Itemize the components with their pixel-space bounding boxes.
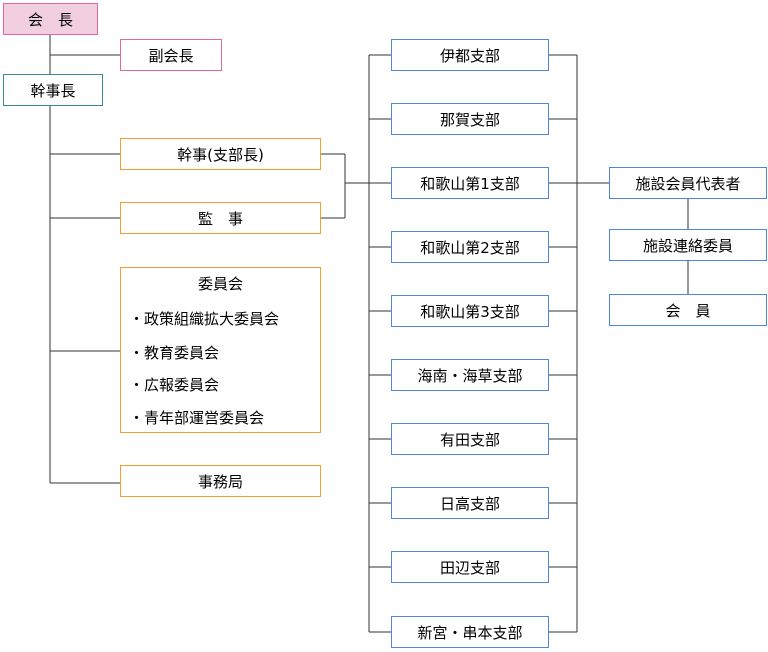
facility-member-box: 会 員 bbox=[609, 294, 767, 326]
branch-label: 新宮・串本支部 bbox=[417, 623, 523, 642]
auditor-label: 監 事 bbox=[197, 209, 243, 228]
branch-box: 伊都支部 bbox=[391, 39, 549, 71]
committee-box: 委員会 ・政策組織拡大委員会 ・教育委員会 ・広報委員会 ・青年部運営委員会 bbox=[120, 267, 321, 433]
branch-box: 有田支部 bbox=[391, 423, 549, 455]
branch-label: 日高支部 bbox=[439, 494, 500, 513]
committee-item: ・広報委員会 bbox=[129, 376, 220, 394]
branch-label: 和歌山第3支部 bbox=[420, 302, 520, 321]
secretary-label: 幹事(支部長) bbox=[177, 145, 264, 164]
secretary-general-box: 幹事長 bbox=[3, 74, 103, 106]
facility-member-label: 会 員 bbox=[665, 301, 711, 320]
committee-title: 委員会 bbox=[197, 275, 243, 293]
branch-label: 田辺支部 bbox=[439, 558, 500, 577]
committee-item: ・青年部運営委員会 bbox=[129, 409, 265, 427]
facility-representative-label: 施設会員代表者 bbox=[635, 174, 741, 193]
branch-box: 海南・海草支部 bbox=[391, 359, 549, 391]
branch-box: 田辺支部 bbox=[391, 551, 549, 583]
office-label: 事務局 bbox=[197, 472, 243, 491]
secretary-box: 幹事(支部長) bbox=[120, 138, 321, 170]
branch-label: 海南・海草支部 bbox=[417, 366, 523, 385]
branch-box: 那賀支部 bbox=[391, 103, 549, 135]
branch-box: 日高支部 bbox=[391, 487, 549, 519]
facility-liaison-label: 施設連絡委員 bbox=[642, 236, 733, 255]
president-label: 会 長 bbox=[27, 10, 73, 29]
branch-box: 和歌山第3支部 bbox=[391, 295, 549, 327]
branch-label: 和歌山第1支部 bbox=[420, 174, 520, 193]
branch-label: 有田支部 bbox=[439, 430, 500, 449]
branch-label: 和歌山第2支部 bbox=[420, 238, 520, 257]
committee-item: ・政策組織拡大委員会 bbox=[129, 310, 280, 328]
auditor-box: 監 事 bbox=[120, 202, 321, 234]
branch-box: 和歌山第1支部 bbox=[391, 167, 549, 199]
committee-item: ・教育委員会 bbox=[129, 344, 220, 362]
branch-box: 和歌山第2支部 bbox=[391, 231, 549, 263]
president-box: 会 長 bbox=[3, 3, 98, 35]
branch-box: 新宮・串本支部 bbox=[391, 616, 549, 648]
facility-liaison-box: 施設連絡委員 bbox=[609, 229, 767, 261]
facility-representative-box: 施設会員代表者 bbox=[609, 167, 767, 199]
secretary-general-label: 幹事長 bbox=[30, 81, 76, 100]
branch-label: 伊都支部 bbox=[439, 46, 500, 65]
vice-president-box: 副会長 bbox=[120, 39, 222, 71]
branch-label: 那賀支部 bbox=[439, 110, 500, 129]
vice-president-label: 副会長 bbox=[148, 46, 194, 65]
office-box: 事務局 bbox=[120, 465, 321, 497]
